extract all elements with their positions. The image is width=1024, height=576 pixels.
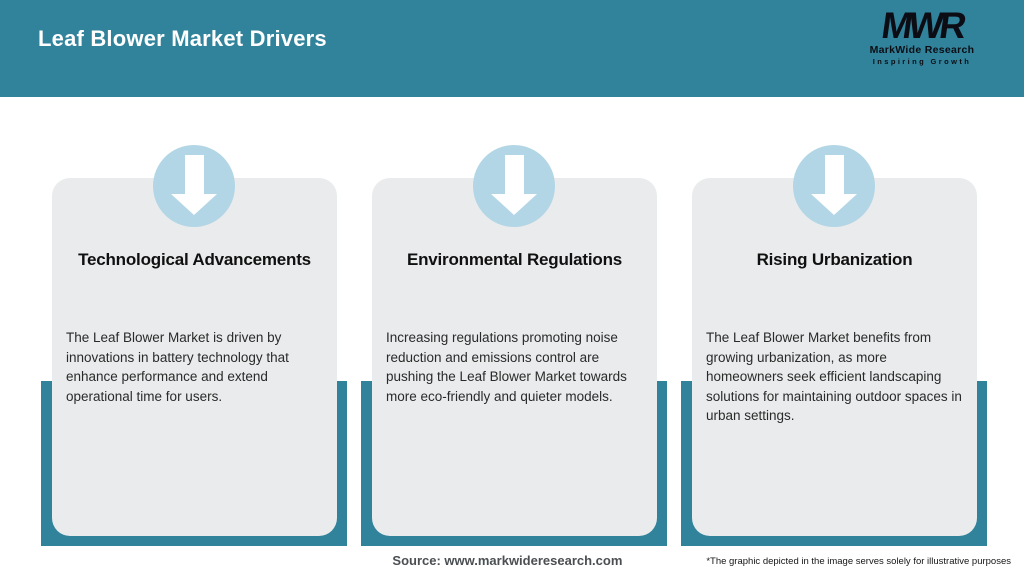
arrow-down-icon [473,145,555,227]
card-description: The Leaf Blower Market benefits from gro… [706,330,962,423]
markwide-logo: MWR MarkWide Research Inspiring Growth [842,5,1002,66]
page-title: Leaf Blower Market Drivers [38,26,327,51]
driver-card-technological-advancements: Technological Advancements The Leaf Blow… [52,178,337,536]
arrow-down-icon [153,145,235,227]
logo-tagline: Inspiring Growth [872,57,972,66]
driver-card-environmental-regulations: Environmental Regulations Increasing reg… [372,178,657,536]
arrow-head [491,194,537,215]
header-bar: Leaf Blower Market Drivers MWR MarkWide … [0,0,1024,97]
card-title: Technological Advancements [78,250,311,269]
arrow-shaft [824,155,844,194]
arrow-head [171,194,217,215]
driver-card-rising-urbanization: Rising Urbanization The Leaf Blower Mark… [692,178,977,536]
card-title: Environmental Regulations [406,250,623,269]
source-text: Source: www.markwideresearch.com [392,553,623,568]
card-title: Rising Urbanization [756,250,913,269]
arrow-down-icon [793,145,875,227]
arrow-shaft [504,155,524,194]
card-description: The Leaf Blower Market is driven by inno… [66,330,289,404]
card-description: Increasing regulations promoting noise r… [386,330,627,404]
logo-monogram-icon: MWR [878,5,966,46]
disclaimer-text: *The graphic depicted in the image serve… [706,556,1011,567]
arrow-shaft [184,155,204,194]
arrow-head [811,194,857,215]
logo-name: MarkWide Research [869,44,975,56]
